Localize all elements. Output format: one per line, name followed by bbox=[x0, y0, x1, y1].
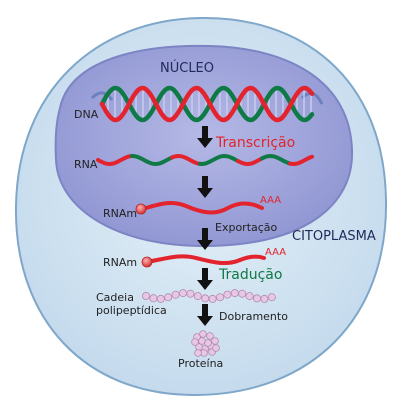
amino-acid-bead bbox=[260, 294, 269, 303]
dna-label: DNA bbox=[74, 108, 99, 121]
dna-double-helix bbox=[90, 85, 324, 123]
cytoplasm-label: CITOPLASMA bbox=[292, 229, 376, 244]
folded-protein bbox=[191, 330, 220, 357]
amino-acid-bead bbox=[230, 289, 239, 298]
protein-bead bbox=[191, 338, 199, 346]
polypeptide-chain bbox=[141, 289, 276, 303]
rna-segment bbox=[288, 154, 314, 167]
translation-label: Tradução bbox=[219, 267, 283, 283]
rna-segment bbox=[198, 153, 240, 167]
rna-label: RNA bbox=[74, 158, 98, 171]
amino-acid-bead bbox=[238, 289, 247, 298]
mrna-nucleus-label: RNAm bbox=[103, 207, 138, 220]
amino-acid-bead bbox=[201, 294, 210, 303]
poly-a-tail-cytoplasm: AAA bbox=[265, 247, 287, 258]
dna-strand-red bbox=[99, 85, 315, 123]
arrow-folding bbox=[197, 304, 213, 326]
mrna-cap-nucleus bbox=[135, 203, 147, 215]
amino-acid-bead bbox=[141, 291, 150, 300]
amino-acid-bead bbox=[186, 289, 195, 298]
protein-label: Proteína bbox=[178, 357, 224, 370]
rna-strand bbox=[96, 153, 314, 167]
rna-segment bbox=[130, 154, 174, 167]
rna-segment bbox=[96, 154, 134, 167]
flow-arrows bbox=[197, 126, 213, 326]
amino-acid-bead bbox=[223, 290, 232, 299]
protein-bead bbox=[204, 339, 212, 347]
arrow-translation bbox=[197, 268, 213, 290]
amino-acid-bead bbox=[171, 290, 180, 299]
amino-acid-bead bbox=[193, 292, 202, 301]
nucleus-label: NÚCLEO bbox=[160, 61, 215, 76]
amino-acid-bead bbox=[156, 294, 165, 303]
rna-segment bbox=[170, 153, 202, 166]
dna-end-left bbox=[90, 91, 114, 101]
mrna-strand-nucleus bbox=[144, 200, 264, 215]
export-label: Exportação bbox=[215, 221, 278, 234]
amino-acid-bead bbox=[178, 289, 187, 298]
poly-a-tail-nucleus: AAA bbox=[260, 195, 282, 206]
amino-acid-bead bbox=[267, 293, 276, 302]
polypeptide-label: Cadeia polipeptídica bbox=[96, 291, 167, 317]
dna-strand-green bbox=[99, 85, 315, 123]
amino-acid-bead bbox=[164, 293, 173, 302]
protein-bead bbox=[194, 349, 202, 357]
amino-acid-bead bbox=[252, 294, 261, 303]
mrna-cytoplasm-label: RNAm bbox=[103, 256, 138, 269]
amino-acid-bead bbox=[245, 292, 254, 301]
rna-segment bbox=[236, 156, 264, 167]
protein-bead bbox=[212, 344, 220, 352]
arrow-to-mrna bbox=[197, 176, 213, 198]
amino-acid-bead bbox=[215, 293, 224, 302]
amino-acid-bead bbox=[208, 294, 217, 303]
protein-bead bbox=[206, 332, 214, 340]
arrow-transcription bbox=[197, 126, 213, 148]
arrow-export bbox=[197, 228, 213, 250]
mrna-strand-cytoplasm bbox=[150, 254, 266, 266]
rna-segment bbox=[260, 153, 292, 166]
mrna-cap-cytoplasm bbox=[141, 256, 153, 268]
folding-label: Dobramento bbox=[219, 310, 288, 323]
transcription-label: Transcrição bbox=[216, 135, 296, 151]
protein-bead bbox=[199, 330, 207, 338]
